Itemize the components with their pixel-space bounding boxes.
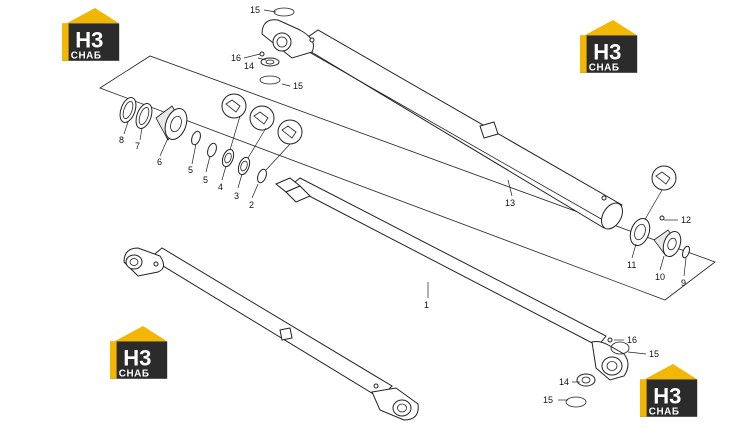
callout-6: 6 <box>157 157 162 167</box>
wiper-2 <box>257 168 267 184</box>
callout-5b: 5 <box>203 175 208 185</box>
grease-fitting-16-bottom <box>607 337 613 343</box>
retaining-ring-15-bottom-b <box>565 396 587 408</box>
callout-16-top: 16 <box>231 53 241 63</box>
logo-watermark-bottom-left: H3 СНАБ <box>110 326 168 380</box>
bushing-5a <box>191 130 201 146</box>
callout-15-bottom-b: 15 <box>543 395 553 405</box>
callout-4: 4 <box>218 182 223 192</box>
snap-ring-9 <box>682 245 690 259</box>
callout-9: 9 <box>681 278 686 288</box>
svg-text:H3: H3 <box>593 40 621 65</box>
svg-text:СНАБ: СНАБ <box>589 63 620 74</box>
callout-15-top: 15 <box>250 5 260 15</box>
logo-watermark-top-left: H3 СНАБ <box>62 8 120 62</box>
piston-rod <box>275 177 629 381</box>
logo-watermark-top-right: H3 СНАБ <box>580 20 638 74</box>
callout-8: 8 <box>119 135 124 145</box>
svg-text:H3: H3 <box>123 346 151 371</box>
callout-7: 7 <box>135 141 140 151</box>
bushing-5b <box>207 142 217 158</box>
seal-3 <box>237 156 251 176</box>
seal-ring-7 <box>135 103 153 129</box>
callout-1: 1 <box>424 300 429 310</box>
svg-text:H3: H3 <box>75 28 103 53</box>
callout-10: 10 <box>655 272 665 282</box>
pin-14-bottom <box>576 373 596 387</box>
retaining-ring-15-top <box>273 7 295 17</box>
svg-text:СНАБ: СНАБ <box>649 407 680 418</box>
guide-ring-11 <box>629 217 651 247</box>
callout-15-top-b: 15 <box>293 81 303 91</box>
seal-detail-bubble <box>221 93 677 229</box>
callout-11: 11 <box>627 260 636 270</box>
piston-6 <box>155 105 188 141</box>
callout-3: 3 <box>234 191 239 201</box>
grease-fitting-12 <box>659 215 665 221</box>
assembly-boundary <box>99 55 716 301</box>
svg-text:H3: H3 <box>653 384 681 409</box>
callout-2: 2 <box>249 200 254 210</box>
callout-12: 12 <box>681 215 691 225</box>
callout-16-bottom: 16 <box>627 335 637 345</box>
gland-10 <box>653 229 682 258</box>
grease-fitting-16-top <box>259 51 265 57</box>
seal-4 <box>221 148 235 168</box>
seal-ring-8 <box>119 97 137 123</box>
callout-15-bottom: 15 <box>649 349 659 359</box>
callout-14-bottom: 14 <box>559 377 569 387</box>
retaining-ring-15-top-b <box>259 75 281 85</box>
svg-text:СНАБ: СНАБ <box>119 369 150 380</box>
callout-5a: 5 <box>188 165 193 175</box>
callout-14-top: 14 <box>244 61 254 71</box>
leader-lines <box>123 9 687 401</box>
logo-watermark-bottom-right: H3 СНАБ <box>640 364 698 418</box>
callout-13: 13 <box>505 198 515 208</box>
cylinder-barrel <box>261 19 623 230</box>
retaining-ring-15-bottom <box>610 341 630 355</box>
svg-text:СНАБ: СНАБ <box>71 51 102 62</box>
cylinder-assembly <box>123 247 419 421</box>
